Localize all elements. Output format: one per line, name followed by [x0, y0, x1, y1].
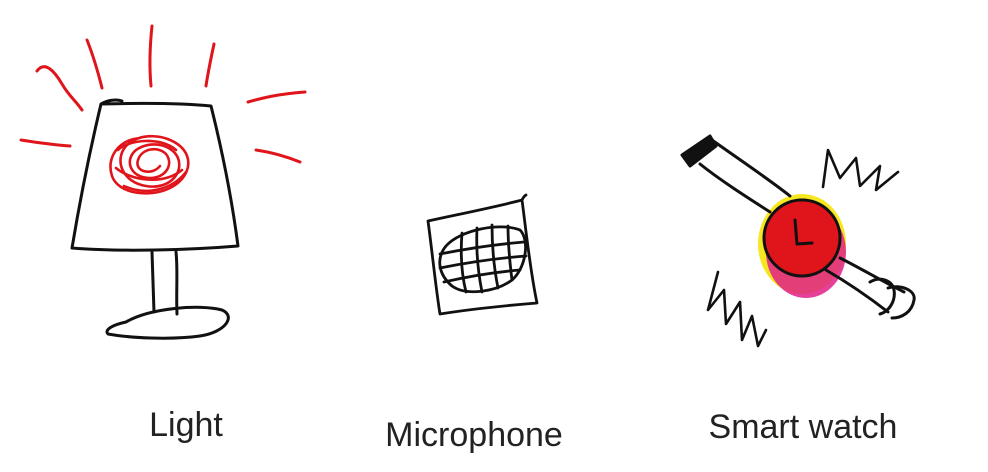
microphone-grille	[438, 225, 527, 293]
watch-vibration-lines	[706, 148, 900, 348]
label-light: Light	[149, 406, 223, 444]
watch-hands	[793, 218, 814, 246]
lamp-base	[105, 305, 230, 340]
lamp-red-scribble	[109, 134, 190, 195]
watch-strap-lower	[824, 256, 916, 320]
label-smart-watch: Smart watch	[708, 408, 898, 446]
light-rays	[19, 24, 307, 164]
label-microphone: Microphone	[385, 416, 563, 454]
microphone-icon	[426, 193, 539, 316]
smart-watch-icon	[680, 134, 916, 348]
lamp-shade	[70, 98, 240, 252]
watch-strap-upper	[680, 134, 792, 214]
microphone-frame	[426, 193, 539, 316]
watch-face	[762, 198, 842, 278]
lamp-icon	[19, 24, 307, 340]
lamp-stem	[150, 250, 179, 316]
